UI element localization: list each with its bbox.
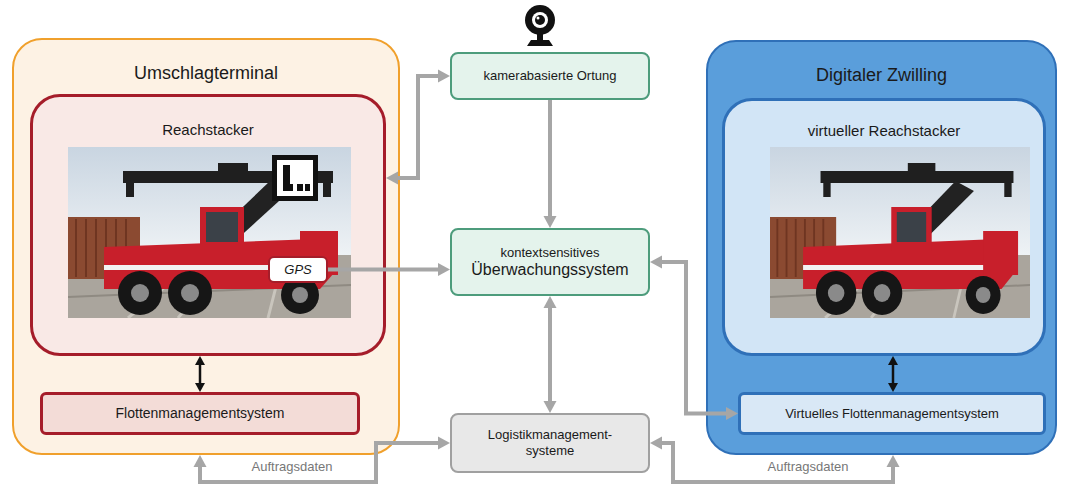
node-label: Digitaler Zwilling [816,65,947,87]
connector-line [892,363,895,385]
connector-arrow [888,356,898,392]
arrow-head [888,356,898,365]
node-label: Reachstacker [162,121,254,139]
arrow-head [386,172,398,185]
connector-arrow [194,437,451,483]
arrow-head [544,296,557,308]
arrow-head [887,455,900,467]
connector-line [328,268,440,272]
connector-line [200,443,440,482]
virtual-reachstacker-box: virtueller Reachstacker [722,98,1046,356]
node-label: Flottenmanagementsystem [116,405,285,422]
arrow-head [888,383,898,392]
node-label: Logistikmanagement- systeme [475,427,625,458]
connector-line [548,306,552,403]
connector-line [199,363,202,385]
edge-label: Auftragsdaten [249,459,336,475]
arrow-head [544,216,557,228]
node-label-line: Überwachungssystem [471,260,628,279]
connector-line [660,443,893,482]
edge-label: Auftragsdaten [765,459,852,475]
connector-line [660,262,728,414]
arrow-head [194,455,207,467]
virtual-reachstacker-image [770,147,1030,318]
arrow-head [650,437,662,450]
arrow-head [650,256,662,269]
system-box: Virtuelles Flottenmanagementsystem [738,392,1046,435]
twin-region: Digitaler Zwilling virtueller Reachstacke… [706,40,1057,455]
gps-tag: GPS [268,256,328,283]
node-label: kamerabasierte Ortung [484,68,617,84]
camera-icon [525,5,555,46]
system-box: Flottenmanagementsystem [40,392,360,435]
arrow-head [438,70,450,83]
connector-arrow [544,296,557,413]
process-box: kontextsensitivesÜberwachungssystem [450,228,650,296]
optical-marker [272,155,318,201]
terminal-region: UmschlagterminalReachstackerGPS Flottenma… [12,38,400,455]
reachstacker-box: ReachstackerGPS [30,94,386,356]
process-box: kamerabasierte Ortung [450,52,650,100]
node-label: GPS [284,262,311,278]
connector-arrow [650,256,738,421]
reachstacker-photo [68,147,351,318]
connector-arrow [328,263,450,276]
connector-line [396,76,440,178]
arrow-head [438,263,450,276]
arrow-head [726,407,738,420]
arrow-head [195,356,205,365]
node-label: kontextsensitives [501,245,600,261]
system-box: Logistikmanagement- systeme [450,413,650,473]
node-label: Virtuelles Flottenmanagementsystem [785,406,999,422]
node-label: virtueller Reachstacker [808,122,961,140]
node-label: Umschlagterminal [134,63,278,85]
connector-arrow [650,437,900,483]
connector-arrow [195,356,205,392]
connector-arrow [386,70,450,185]
arrow-head [195,383,205,392]
connector-arrow [544,100,557,228]
connector-line [548,100,552,218]
arrow-head [438,437,450,450]
arrow-head [544,401,557,413]
